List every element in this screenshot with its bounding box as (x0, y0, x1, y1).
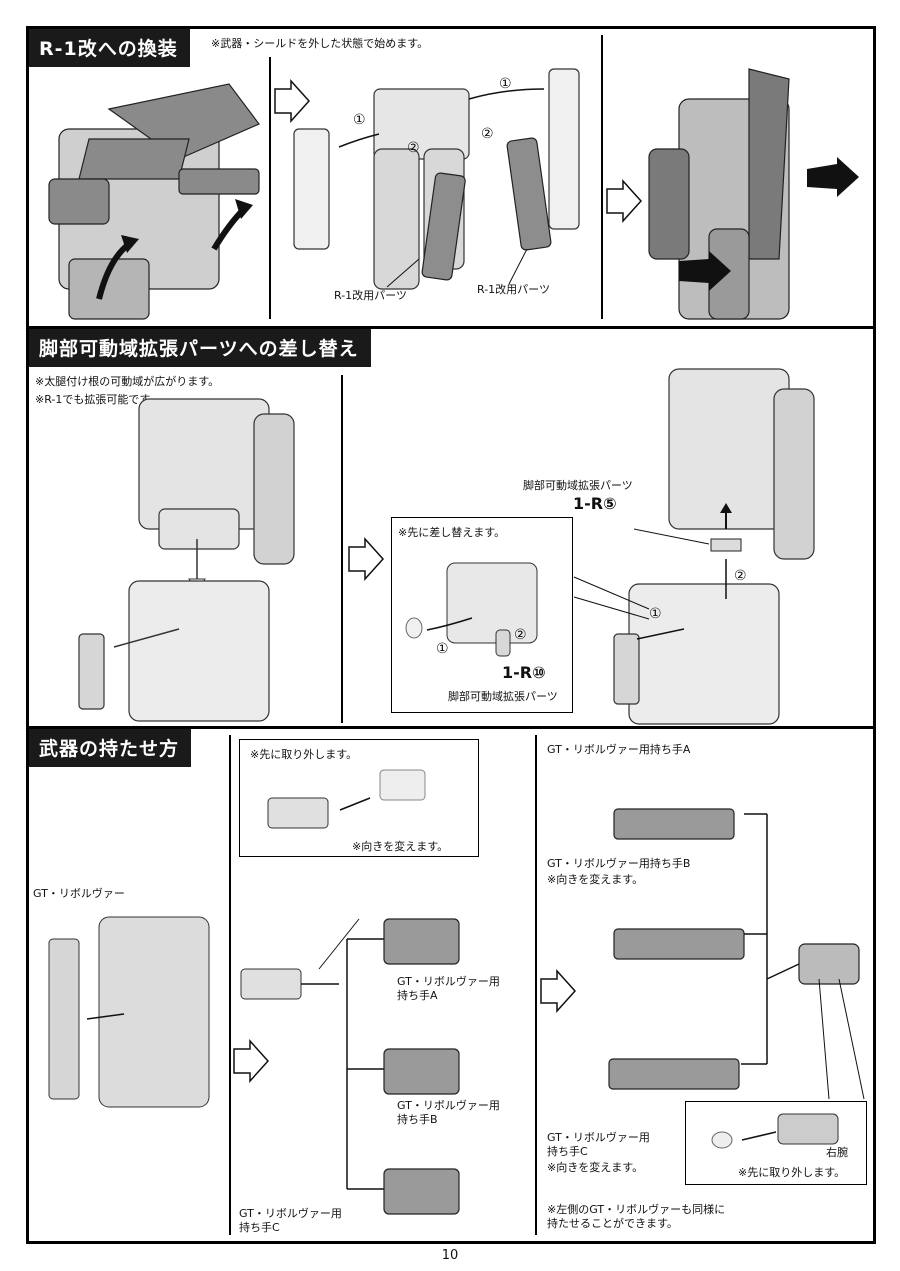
part-label: 脚部可動域拡張パーツ (448, 690, 558, 703)
callout-note: ※向きを変えます。 (352, 840, 449, 853)
hand-c-icon (383, 1168, 460, 1215)
r1-kai-parts (421, 137, 552, 281)
section-leg-joint-swap: 脚部可動域拡張パーツへの差し替え ※太腿付け根の可動域が広がります。 ※R-1で… (29, 329, 873, 729)
part-label: R-1改用パーツ (477, 283, 550, 296)
hand-note: ※向きを変えます。 (547, 1161, 644, 1174)
weapon-label: GT・リボルヴァー (33, 887, 125, 900)
arrow-icon (679, 251, 731, 291)
hand-note: ※向きを変えます。 (547, 873, 644, 886)
next-step-arrow-icon (274, 79, 311, 123)
hand-label: GT・リボルヴァー用持ち手B (547, 857, 691, 870)
callout-illustration (405, 562, 538, 657)
callout-note: ※先に取り外します。 (250, 748, 358, 761)
r1-kai-illustration (48, 68, 859, 320)
next-step-arrow-icon (233, 1039, 270, 1083)
robot-figure-right (613, 368, 815, 725)
hand-a-icon (383, 918, 460, 965)
section-title: R-1改への換装 (29, 29, 190, 67)
section-title: 脚部可動域拡張パーツへの差し替え (29, 329, 371, 367)
hand-label: GT・リボルヴァー用 持ち手C (239, 1207, 342, 1234)
hand-label: GT・リボルヴァー用 持ち手C (547, 1131, 650, 1158)
divider (601, 35, 603, 319)
section-note: ※R-1でも拡張可能です。 (35, 393, 161, 406)
hand-b-icon (383, 1048, 460, 1095)
part-label: 右腕 (826, 1146, 848, 1159)
step-number: ② (407, 140, 420, 156)
step-number: ② (734, 568, 747, 584)
section-weapon-grip: 武器の持たせ方 GT・リボルヴァー (29, 729, 873, 1241)
footer-note: ※左側のGT・リボルヴァーも同様に 持たせることができます。 (547, 1203, 726, 1230)
page-number: 10 (441, 1248, 459, 1263)
robot-upper-body (138, 398, 295, 565)
next-step-arrow-icon (606, 179, 643, 223)
part-code: 1-R⑤ (573, 494, 617, 513)
hand-label: GT・リボルヴァー用 持ち手A (397, 975, 500, 1002)
step-number: ② (514, 627, 527, 643)
part-code: 1-R⑩ (502, 663, 546, 682)
callout-box: 右腕 ※先に取り外します。 (685, 1101, 867, 1185)
next-step-arrow-icon (348, 537, 385, 581)
divider (269, 57, 271, 319)
next-step-arrow-icon (540, 969, 577, 1013)
page-frame: R-1改への換装 ※武器・シールドを外した状態で始めます。 (26, 26, 876, 1244)
robot-figure-left (48, 83, 260, 320)
leg-joint-part (710, 538, 742, 552)
hand-label: GT・リボルヴァー用持ち手A (547, 743, 691, 756)
section-note: ※太腿付け根の可動域が広がります。 (35, 375, 220, 388)
step-number: ① (499, 76, 512, 92)
revolver-cylinder (240, 968, 302, 1000)
divider (535, 735, 537, 1235)
robot-figure-left (98, 916, 210, 1108)
part-label: R-1改用パーツ (334, 289, 407, 302)
section-note: ※武器・シールドを外した状態で始めます。 (211, 37, 429, 50)
step-number: ① (436, 641, 449, 657)
step-number: ① (353, 112, 366, 128)
revolver-icon (48, 938, 80, 1100)
hand-label: GT・リボルヴァー用 持ち手B (397, 1099, 500, 1126)
step-number: ① (649, 606, 662, 622)
callout-box: ※先に差し替えます。 ① ② 1-R⑩ 脚部可動域拡張パーツ (391, 517, 573, 713)
robot-lower-body (78, 580, 270, 722)
step-number: ② (481, 126, 494, 142)
divider (341, 375, 343, 723)
arrow-icon (807, 157, 859, 197)
assembled-a-icon (613, 808, 735, 840)
callout-box: ※先に取り外します。 ※向きを変えます。 (239, 739, 479, 857)
leg-swap-illustration (78, 368, 815, 725)
callout-note: ※先に取り外します。 (738, 1166, 846, 1179)
part-label: 脚部可動域拡張パーツ (523, 479, 633, 492)
weapon-illustration (48, 808, 865, 1215)
assembled-b-icon (613, 928, 745, 960)
right-arm-icon (798, 943, 860, 985)
section-title: 武器の持たせ方 (29, 729, 192, 767)
assembled-c-icon (608, 1058, 740, 1090)
callout-note: ※先に差し替えます。 (398, 526, 506, 539)
divider (229, 735, 231, 1235)
section-r1-kai-swap: R-1改への換装 ※武器・シールドを外した状態で始めます。 (29, 29, 873, 329)
